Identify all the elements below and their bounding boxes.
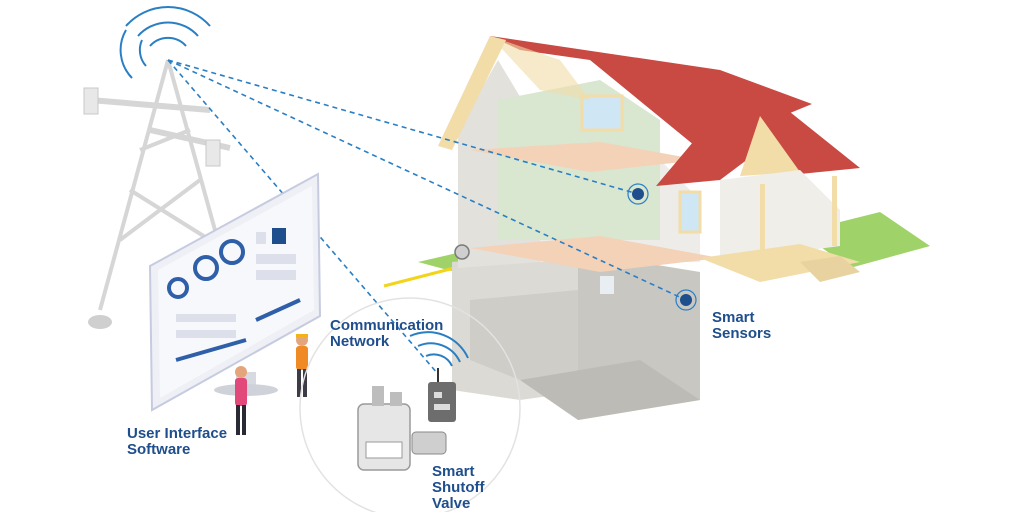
signal-waves-icon — [409, 331, 469, 367]
porch-post-1 — [760, 184, 765, 254]
roof-trim-left — [438, 36, 506, 150]
transmission-tower-icon — [83, 59, 231, 329]
smart-shutoff-valve-icon — [428, 368, 456, 422]
monitor-dashboard-icon — [148, 172, 322, 412]
porch-deck — [700, 244, 860, 282]
signal-waves-icon — [119, 6, 211, 79]
smart-sensors-label: Smart Sensors — [712, 309, 772, 342]
communication-network-label: Communication Network — [330, 317, 444, 350]
smart-shutoff-valve-label: Smart Shutoff Valve — [432, 463, 485, 512]
user-interface-software-label: User Interface Software — [127, 425, 228, 458]
worker-person-icon — [296, 334, 308, 397]
porch-wall — [720, 170, 840, 262]
roof-trim-mid — [490, 36, 590, 100]
gas-meter-icon — [357, 386, 447, 471]
gas-line — [383, 264, 463, 288]
valve-callout-circle — [299, 297, 521, 512]
house-cutaway-icon — [383, 36, 930, 420]
upper-floor — [470, 142, 700, 172]
window-lower — [678, 190, 702, 234]
basement-slab — [520, 360, 700, 420]
house-gas-meter-icon — [454, 244, 470, 260]
window-basement — [600, 276, 614, 294]
smart-sensor-icon — [627, 183, 697, 311]
ground-floor — [470, 236, 720, 272]
porch-steps — [800, 256, 860, 282]
worker-person-icon — [235, 366, 247, 435]
porch-post-2 — [832, 176, 837, 246]
window-upper — [580, 94, 624, 132]
porch-gable — [740, 116, 800, 176]
